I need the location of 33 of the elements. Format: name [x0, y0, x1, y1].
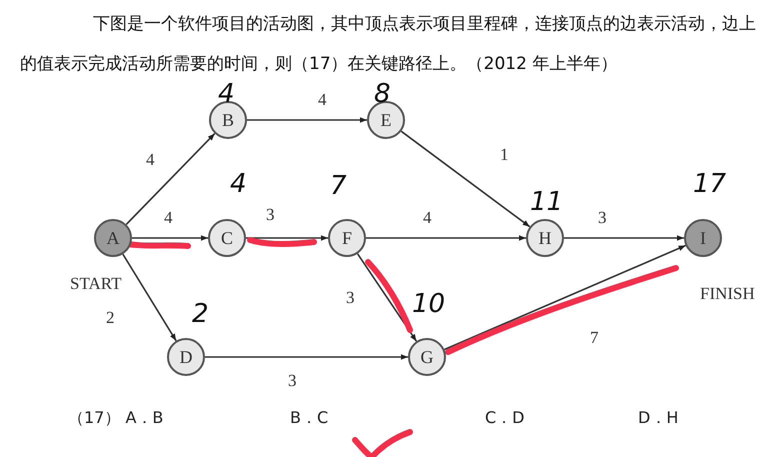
milestone-circle: C	[208, 219, 246, 257]
arrow	[366, 235, 526, 241]
arrow	[122, 254, 177, 342]
arrow	[247, 117, 367, 123]
milestone-circle: F	[328, 219, 366, 257]
arrow	[564, 235, 684, 241]
handwritten-number: 2	[192, 300, 209, 328]
milestone-circle: A	[94, 219, 132, 257]
node-caption: FINISH	[700, 285, 755, 303]
answer-option: D．H	[638, 408, 678, 428]
arrow	[126, 133, 216, 225]
handwritten-number: 17	[693, 170, 726, 198]
arrow	[132, 235, 208, 241]
milestone-circle: I	[684, 219, 722, 257]
node-caption: START	[70, 275, 122, 293]
handwritten-number: 4	[230, 170, 247, 198]
question-text: 下图是一个软件项目的活动图，其中顶点表示项目里程碑，连接顶点的边表示活动，边上的值表示完成活动所需要的时间，则（17）在关键路径上。（2012 年上半年）	[20, 13, 758, 76]
milestone-circle: B	[209, 101, 247, 139]
answer-option: C．D	[485, 408, 524, 428]
handwritten-number: 10	[412, 290, 446, 318]
milestone-circle: D	[167, 338, 205, 376]
milestone-circle: E	[367, 101, 405, 139]
arrow	[400, 130, 530, 228]
arrow	[246, 235, 328, 241]
arrow	[356, 253, 418, 342]
handwritten-number: 11	[530, 188, 564, 216]
handwritten-number: 7	[330, 172, 347, 200]
arrow	[444, 244, 686, 350]
milestone-circle: G	[408, 338, 446, 376]
arrow	[205, 354, 408, 360]
answer-option: （17） A．B	[68, 408, 164, 428]
milestone-circle: H	[526, 219, 564, 257]
answer-option: B．C	[290, 408, 328, 428]
